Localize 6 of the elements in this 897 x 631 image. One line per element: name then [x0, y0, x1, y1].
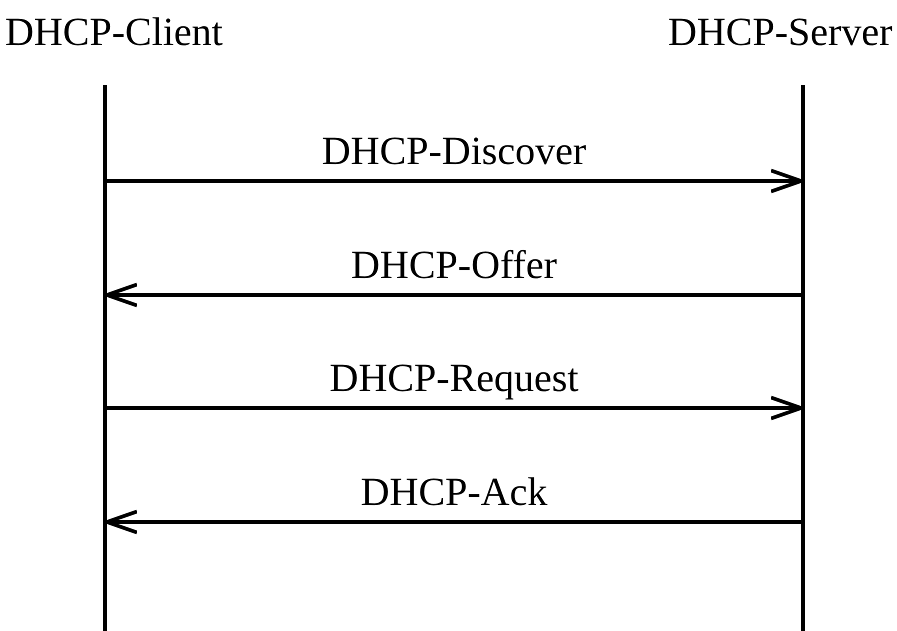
message-arrow: [107, 168, 803, 194]
lifeline-header: DHCP-Client: [5, 8, 223, 56]
message-arrow: [105, 282, 801, 308]
message-arrow: [105, 510, 801, 534]
message-arrow: [107, 396, 803, 420]
lifeline-header: DHCP-Server: [668, 8, 892, 56]
